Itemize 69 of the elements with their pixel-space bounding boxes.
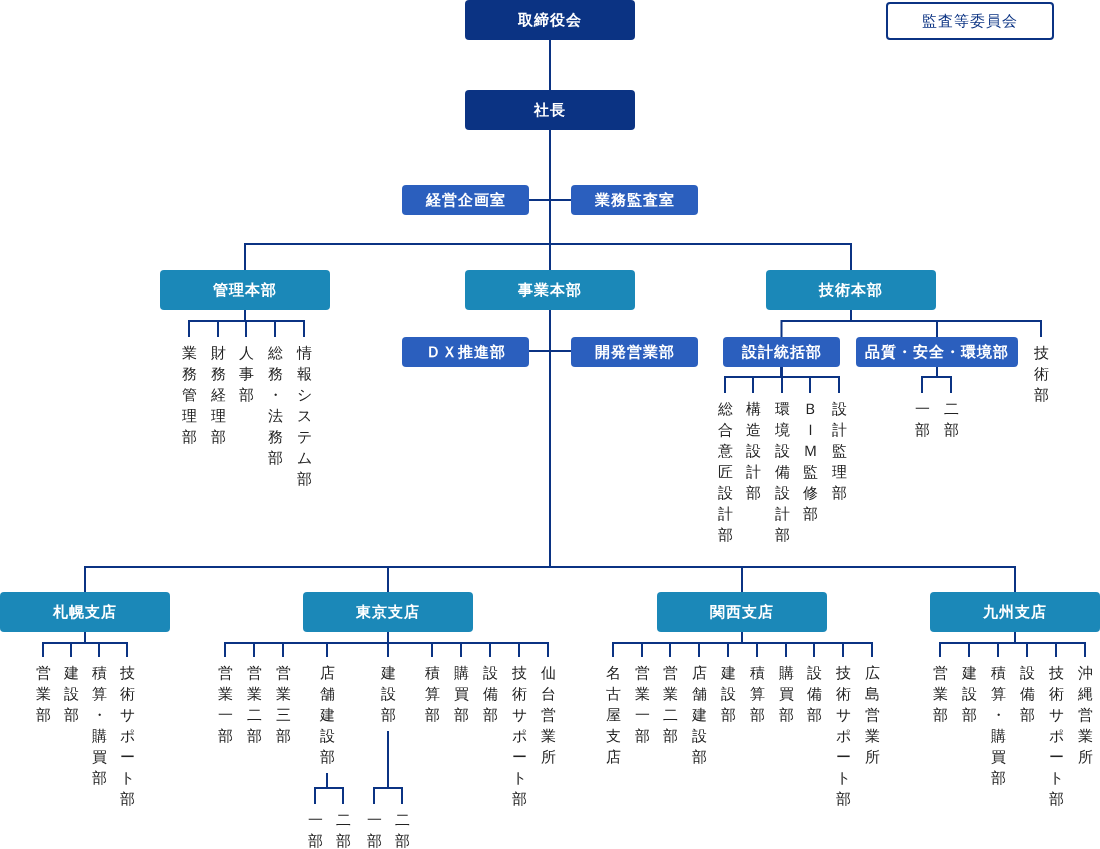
- department-label: 人事部: [235, 337, 257, 406]
- department-box: 東京支店: [303, 592, 473, 632]
- department-label: 購買部: [775, 657, 797, 726]
- department-label: 一部: [363, 804, 385, 849]
- department-label: 技術サポート部: [1045, 657, 1067, 810]
- department-box: 関西支店: [657, 592, 827, 632]
- department-box: 経営企画室: [402, 185, 529, 215]
- department-label: 一部: [911, 393, 933, 441]
- department-label: 積算部: [421, 657, 443, 726]
- connector-line: [936, 366, 952, 394]
- committee-box: 監査等委員会: [886, 2, 1054, 40]
- department-label: 営業部: [32, 657, 54, 726]
- department-label: 広島営業所: [861, 657, 883, 768]
- department-label: 購買部: [450, 657, 472, 726]
- department-label: 営業部: [929, 657, 951, 726]
- department-label: 情報システム部: [293, 337, 315, 490]
- department-box: 札幌支店: [0, 592, 170, 632]
- department-label: ＢＩＭ監修部: [799, 393, 821, 525]
- department-label: 総務・法務部: [264, 337, 286, 469]
- department-label: 積算・購買部: [987, 657, 1009, 789]
- department-label: 業務管理部: [178, 337, 200, 448]
- department-label: 総合意匠設計部: [714, 393, 736, 546]
- department-label: 一部: [304, 804, 326, 849]
- department-label: 技術サポート部: [508, 657, 530, 810]
- department-label: 営業一部: [631, 657, 653, 747]
- connector-line: [780, 366, 840, 394]
- department-label: 建設部: [60, 657, 82, 726]
- department-label: 二部: [940, 393, 962, 441]
- department-label: 技術サポート部: [116, 657, 138, 810]
- department-label: 仙台営業所: [537, 657, 559, 768]
- department-box: 社長: [465, 90, 635, 130]
- department-label: 営業一部: [214, 657, 236, 747]
- department-label: 財務経理部: [207, 337, 229, 448]
- department-label: 二部: [391, 804, 413, 849]
- department-label: 二部: [332, 804, 354, 849]
- department-label: 店舗建設部: [688, 657, 710, 768]
- department-label: 技術部: [1030, 337, 1052, 406]
- connector-line: [387, 730, 403, 805]
- department-label: 設備部: [479, 657, 501, 726]
- connector-line: [549, 39, 551, 91]
- department-label: 技術サポート部: [832, 657, 854, 810]
- department-label: 環境設備設計部: [771, 393, 793, 546]
- department-label: 営業二部: [243, 657, 265, 747]
- department-box: 九州支店: [930, 592, 1100, 632]
- department-label: 建設部: [717, 657, 739, 726]
- department-box: ＤＸ推進部: [402, 337, 529, 367]
- department-label: 営業二部: [659, 657, 681, 747]
- department-label: 店舗建設部: [316, 657, 338, 768]
- department-label: 設備部: [803, 657, 825, 726]
- department-label: 設備部: [1016, 657, 1038, 726]
- department-box: 業務監査室: [571, 185, 698, 215]
- department-box: 品質・安全・環境部: [856, 337, 1018, 367]
- department-box: 事業本部: [465, 270, 635, 310]
- department-label: 構造設計部: [742, 393, 764, 504]
- department-label: 営業三部: [272, 657, 294, 747]
- department-box: 開発営業部: [571, 337, 698, 367]
- department-box: 技術本部: [766, 270, 936, 310]
- department-label: 設計監理部: [828, 393, 850, 504]
- department-box: 設計統括部: [723, 337, 840, 367]
- department-label: 名古屋支店: [602, 657, 624, 768]
- department-label: 建設部: [377, 657, 399, 726]
- department-label: 建設部: [958, 657, 980, 726]
- connector-line: [84, 631, 128, 658]
- connector-line: [326, 772, 344, 805]
- department-label: 積算・購買部: [88, 657, 110, 789]
- department-box: 取締役会: [465, 0, 635, 40]
- department-box: 管理本部: [160, 270, 330, 310]
- department-label: 沖縄営業所: [1074, 657, 1096, 768]
- department-label: 積算部: [746, 657, 768, 726]
